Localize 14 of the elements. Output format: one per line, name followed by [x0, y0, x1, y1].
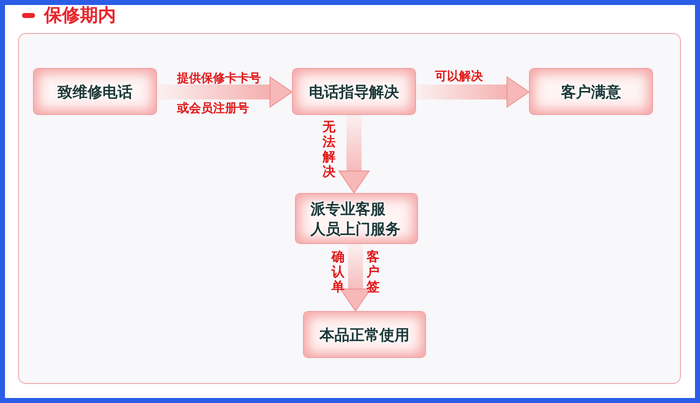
process-box: 派专业客服人员上门服务	[295, 193, 418, 244]
edge-label: 客户签确认单	[331, 250, 380, 295]
process-box: 客户满意	[529, 68, 653, 115]
process-box: 电话指导解决	[292, 68, 416, 115]
edge-label: 可以解决	[435, 68, 484, 85]
arrow	[416, 76, 530, 108]
process-box: 致维修电话	[33, 68, 157, 115]
edge-label: 无法解决	[322, 120, 336, 180]
title: 保修期内	[44, 5, 116, 27]
edge-label: 提供保修卡卡号或会员注册号	[177, 70, 262, 117]
arrow	[340, 244, 371, 312]
arrow	[338, 115, 370, 194]
arrow	[157, 76, 292, 108]
process-box: 本品正常使用	[303, 311, 426, 358]
